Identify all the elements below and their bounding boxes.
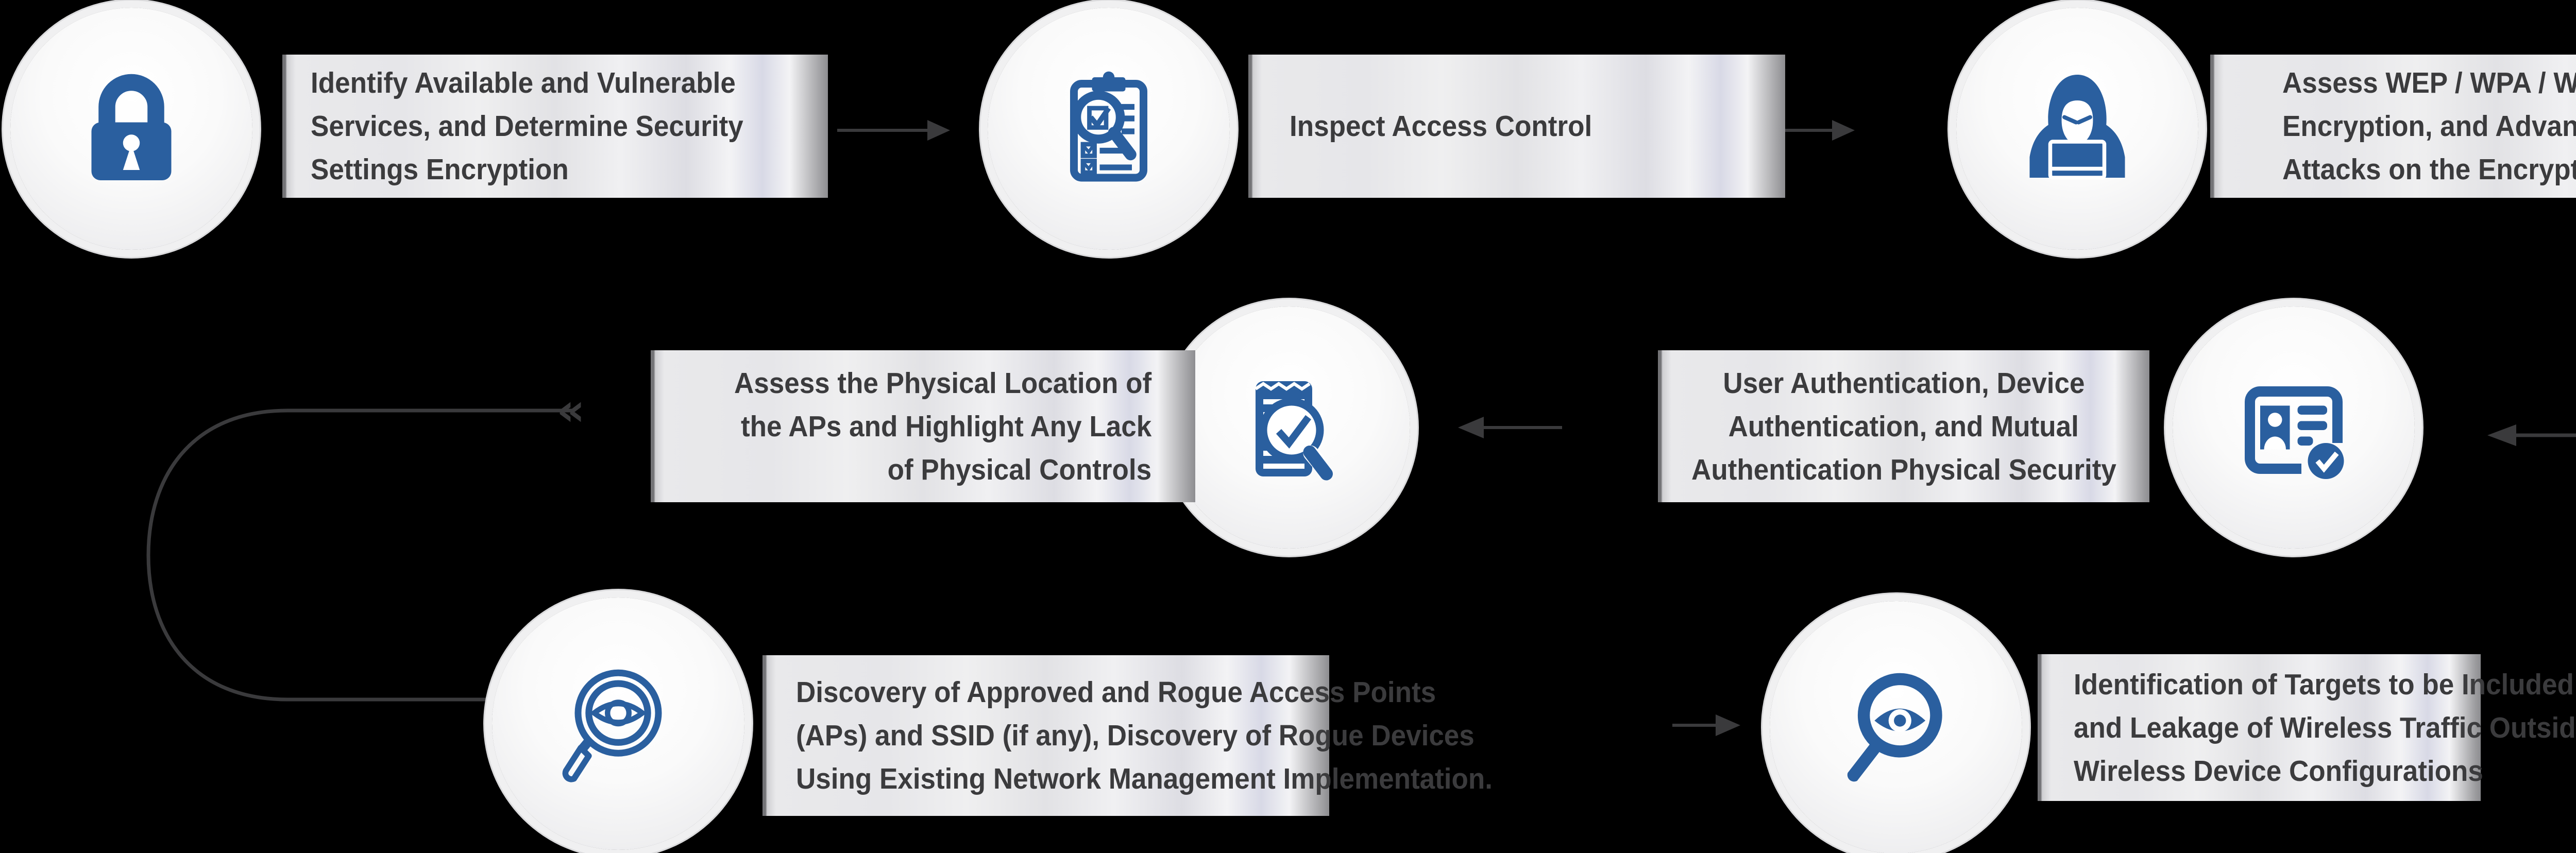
step-label-line: User Authentication, Device xyxy=(1722,366,2085,400)
step-label-line: Using Existing Network Management Implem… xyxy=(796,762,1493,795)
step-label-line: Services, and Determine Security xyxy=(311,110,743,143)
eye-magnifier-outline-icon xyxy=(551,657,685,791)
checklist-magnifier-icon xyxy=(1044,64,1173,193)
step-label-line: (APs) and SSID (if any), Discovery of Ro… xyxy=(796,719,1475,752)
step-label-line: Authentication, and Mutual xyxy=(1728,410,2079,443)
arrow-head-1 xyxy=(927,120,950,141)
hacker-icon xyxy=(2013,64,2142,193)
step-circle-physical-location xyxy=(1168,306,1410,549)
document-check-magnifier-icon xyxy=(1225,363,1353,492)
step-label-line: Attacks on the Encryption xyxy=(2282,153,2576,186)
step-circle-inspect-access xyxy=(988,8,1230,250)
step-circle-identify xyxy=(10,8,252,250)
step-label-line: Assess the Physical Location of xyxy=(734,366,1151,400)
step-label-line: Identify Available and Vulnerable xyxy=(311,66,736,99)
step-label-line: the APs and Highlight Any Lack xyxy=(740,410,1151,443)
step-circle-discovery xyxy=(492,598,744,850)
step-label-identification: Identification of Targets to be Included… xyxy=(2038,654,2576,801)
step-circle-identification xyxy=(1770,601,2022,853)
step-label-line: of Physical Controls xyxy=(887,453,1151,486)
arrow-head-mid xyxy=(1458,417,1484,438)
step-label-physical-location: Assess the Physical Location of the APs … xyxy=(651,350,1195,502)
lock-icon xyxy=(67,64,196,193)
step-label-line: Identification of Targets to be Included… xyxy=(2074,668,2576,701)
double-chevron-left-icon: « xyxy=(556,384,585,436)
step-label-identify: Identify Available and Vulnerable Servic… xyxy=(282,55,828,198)
step-label-line: Authentication Physical Security xyxy=(1691,453,2116,486)
arrow-head-bottom xyxy=(1716,714,1740,736)
step-label-line: Discovery of Approved and Rogue Access P… xyxy=(796,676,1436,709)
arrow-head-2 xyxy=(1832,120,1855,141)
id-card-check-icon xyxy=(2229,363,2358,492)
step-label-discovery: Discovery of Approved and Rogue Access P… xyxy=(762,655,1493,816)
step-label-line: Assess WEP / WPA / WPA2 xyxy=(2282,66,2576,99)
step-label-line: Wireless Device Configurations xyxy=(2074,754,2483,788)
arrow-head-into-idcard xyxy=(2487,424,2516,446)
step-label-line: Inspect Access Control xyxy=(1290,110,1592,143)
step-label-assess-encryption: Assess WEP / WPA / WPA2 Encryption, and … xyxy=(2210,55,2576,198)
eye-magnifier-solid-icon xyxy=(1829,660,1963,794)
step-label-authentication: User Authentication, Device Authenticati… xyxy=(1658,350,2149,502)
step-circle-authentication xyxy=(2173,306,2415,549)
left-u-connector xyxy=(146,408,572,702)
step-circle-assess-encryption xyxy=(1956,8,2198,250)
step-label-line: Settings Encryption xyxy=(311,153,569,186)
step-label-inspect-access: Inspect Access Control xyxy=(1248,55,1785,198)
step-label-line: and Leakage of Wireless Traffic Outside … xyxy=(2074,711,2576,744)
step-label-line: Encryption, and Advance xyxy=(2282,110,2576,143)
